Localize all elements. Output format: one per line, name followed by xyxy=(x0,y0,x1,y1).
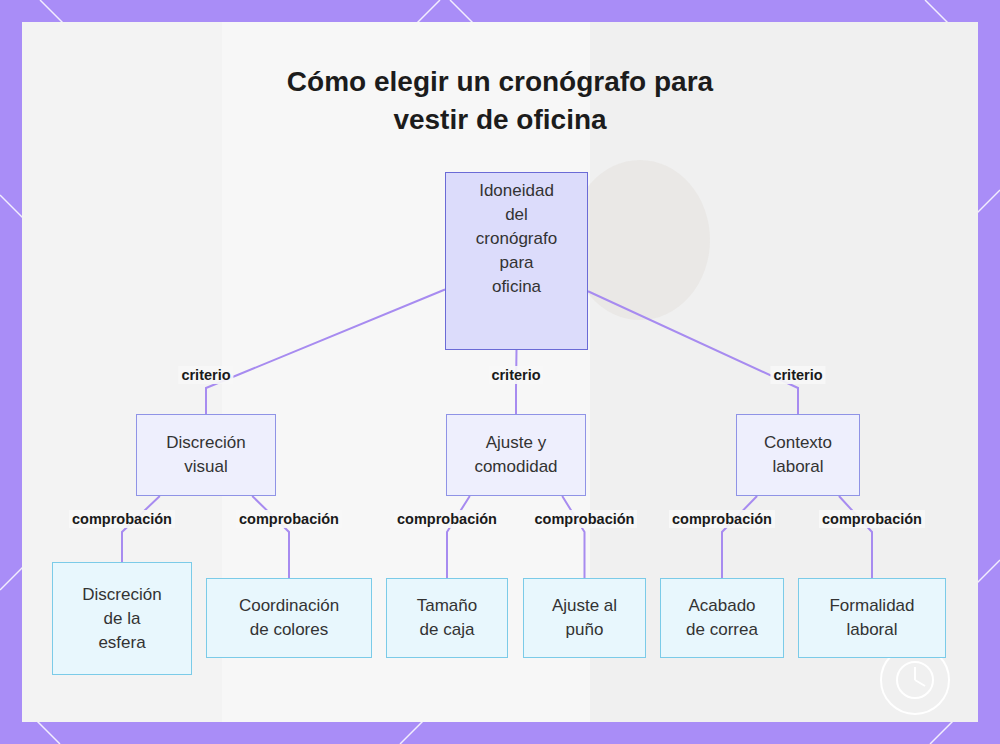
node-text: Contexto laboral xyxy=(748,431,848,479)
connector-line xyxy=(839,496,872,578)
diagram-title: Cómo elegir un cronógrafo para vestir de… xyxy=(255,63,745,139)
root-criterion-box: Idoneidad del cronógrafo para oficina xyxy=(445,172,588,350)
connector-label: comprobación xyxy=(394,510,500,528)
check-box: Formalidad laboral xyxy=(798,578,946,658)
check-box: Acabado de correa xyxy=(660,578,784,658)
node-text: Acabado de correa xyxy=(678,594,766,642)
logo-dial xyxy=(897,662,933,698)
connector-label: comprobación xyxy=(236,510,342,528)
connector-line xyxy=(722,496,757,578)
connector-label: criterio xyxy=(770,366,825,384)
node-text: Ajuste al puño xyxy=(540,594,630,642)
logo-hand xyxy=(915,680,925,686)
connector-label: comprobación xyxy=(669,510,775,528)
criterion-box: Contexto laboral xyxy=(736,414,860,496)
check-box: Tamaño de caja xyxy=(386,578,508,658)
connector-label: criterio xyxy=(178,366,233,384)
connector-line xyxy=(562,496,584,578)
node-text: Discreción visual xyxy=(156,431,256,479)
node-text: Idoneidad del cronógrafo para oficina xyxy=(474,179,560,299)
check-box: Ajuste al puño xyxy=(523,578,646,658)
logo-hand xyxy=(914,667,916,680)
connector-line xyxy=(588,291,798,414)
node-text: Coordinación de colores xyxy=(232,594,347,642)
node-text: Formalidad laboral xyxy=(822,594,922,642)
background-photo-shade xyxy=(590,22,978,722)
panel xyxy=(22,22,978,722)
connector-line xyxy=(122,496,160,562)
connector-label: comprobación xyxy=(819,510,925,528)
connector-label: criterio xyxy=(488,366,543,384)
background-photo-blob xyxy=(570,160,710,320)
connector-line xyxy=(206,289,445,414)
node-text: Ajuste y comodidad xyxy=(466,431,566,479)
connector-label: comprobación xyxy=(532,510,638,528)
connector-label: comprobación xyxy=(69,510,175,528)
criterion-box: Ajuste y comodidad xyxy=(446,414,586,496)
node-text: Tamaño de caja xyxy=(407,594,487,642)
node-text: Discreción de la esfera xyxy=(79,583,165,655)
connector-line xyxy=(447,496,470,578)
criterion-box: Discreción visual xyxy=(136,414,276,496)
connector-line xyxy=(252,496,289,578)
check-box: Discreción de la esfera xyxy=(52,562,192,675)
check-box: Coordinación de colores xyxy=(206,578,372,658)
